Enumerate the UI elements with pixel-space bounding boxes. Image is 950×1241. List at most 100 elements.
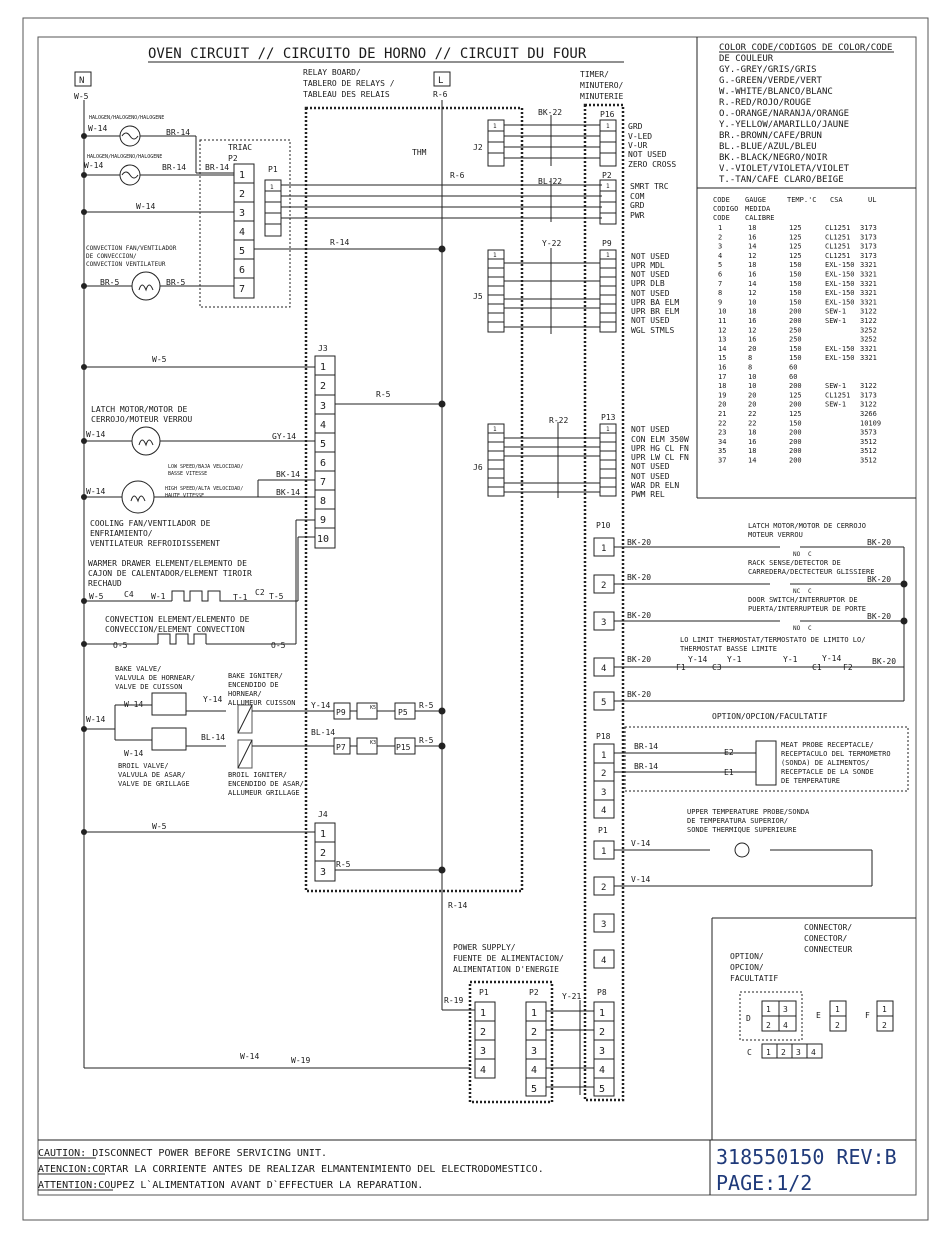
svg-text:4: 4 (599, 1065, 605, 1076)
wire-label: BK-20 (627, 690, 651, 699)
meat-probe-label: RECEPTACLE DE LA SONDE (781, 768, 874, 776)
gauge-table-cell: 3252 (860, 326, 877, 334)
relay-board-label: TABLERO DE RELAYS / (303, 79, 395, 88)
relay-label: K5 (370, 705, 376, 711)
color-code-entry: O.-ORANGE/NARANJA/ORANGE (719, 109, 849, 119)
wire-label: BR-5 (100, 278, 119, 287)
power-supply-label: ALIMENTATION D'ENERGIE (453, 965, 559, 974)
wire-label: BL-14 (311, 728, 335, 737)
gauge-table-cell: 150 (789, 298, 802, 306)
svg-text:3: 3 (320, 401, 326, 412)
gauge-table-cell: 200 (789, 308, 802, 316)
gauge-table-cell: 21 (718, 410, 726, 418)
gauge-table-cell: 17 (718, 373, 726, 381)
relay-board-frame (304, 106, 524, 893)
svg-text:ATTENTION:COUPEZ L`ALIMENTATIO: ATTENTION:COUPEZ L`ALIMENTATION AVANT D`… (38, 1179, 423, 1191)
svg-text:ATENCION:CORTAR LA CORRIENTE A: ATENCION:CORTAR LA CORRIENTE ANTES DE RE… (38, 1164, 544, 1175)
svg-text:3: 3 (796, 1048, 801, 1057)
gauge-table-cell: 3321 (860, 261, 877, 269)
bake-igniter-label: ALLUMEUR CUISSON (228, 699, 295, 707)
conv-fan-label: DE CONVECCION/ (86, 253, 137, 260)
svg-text:4: 4 (811, 1048, 816, 1057)
svg-text:4: 4 (480, 1065, 486, 1076)
wire-label: BR-14 (634, 742, 658, 751)
convection-fan-motor (131, 271, 161, 301)
pin-label: NOT USED (631, 252, 670, 261)
svg-text:1: 1 (531, 1008, 537, 1019)
gauge-table-cell: 14 (748, 457, 756, 465)
svg-text:4: 4 (531, 1065, 537, 1076)
warmer-label: WARMER DRAWER ELEMENT/ELEMENTO DE (88, 559, 247, 568)
gauge-header: CSA (830, 196, 843, 204)
wire-label: Y-21 (562, 992, 581, 1001)
connector-label: P1 (479, 988, 489, 997)
wire-label: Y-1 (727, 655, 742, 664)
speed-label: LOW SPEED/BAJA VELOCIDAD/ (168, 464, 243, 470)
svg-text:1: 1 (601, 751, 606, 761)
svg-text:2: 2 (601, 769, 606, 779)
color-code-legend: COLOR CODE/CODIGOS DE COLOR/CODE DE COUL… (719, 43, 892, 185)
gauge-table-cell: 12 (748, 289, 756, 297)
switch-label: NO (793, 551, 801, 558)
gauge-table-cell: 3321 (860, 354, 877, 362)
power-supply-label: FUENTE DE ALIMENTACION/ (453, 954, 564, 963)
gauge-table-cell: 13 (718, 336, 726, 344)
gauge-table-cell: 12 (748, 252, 756, 260)
meat-probe-label: DE TEMPERATURE (781, 777, 840, 785)
legend-letter: E (816, 1011, 821, 1020)
wire-label: W-5 (74, 92, 89, 101)
svg-text:5: 5 (601, 698, 606, 708)
wire-label: BL-14 (201, 733, 225, 742)
svg-text:2: 2 (531, 1027, 537, 1038)
wire-label: R-22 (549, 416, 568, 425)
gauge-table-cell: 22 (718, 419, 726, 427)
gauge-table-cell: SEW-1 (825, 317, 846, 325)
wire-label: O-5 (271, 641, 286, 650)
broil-igniter-label: ENCENDIDO DE ASAR/ (228, 780, 304, 788)
pin-label: WGL STMLS (631, 326, 675, 335)
pin-label: UPR HG CL FN (631, 444, 689, 453)
pin-label: GRD (630, 201, 645, 210)
pin-label: V-UR (628, 141, 647, 150)
connector-label: J4 (318, 810, 328, 819)
door-switch-label: DOOR SWITCH/INTERRUPTOR DE (748, 596, 858, 604)
warmer-label: RECHAUD (88, 579, 122, 588)
pin-number: 1 (606, 252, 610, 259)
switch-label: NC (793, 588, 801, 595)
svg-text:5: 5 (320, 439, 326, 450)
gauge-table-cell: 3173 (860, 224, 877, 232)
gauge-table-cell: EXL-150 (825, 354, 855, 362)
gauge-table-cell: 18 (748, 447, 756, 455)
latch-motor-label: LATCH MOTOR/MOTOR DE (91, 405, 188, 414)
cooling-fan-label: COOLING FAN/VENTILADOR DE (90, 519, 211, 528)
broil-igniter-label: BROIL IGNITER/ (228, 771, 287, 779)
pin-label: NOT USED (631, 270, 670, 279)
p13-pin-labels: NOT USED CON ELM 350W UPR HG CL FN UPR L… (631, 425, 689, 499)
timer-label: MINUTERO/ (580, 81, 624, 90)
svg-text:4: 4 (239, 227, 245, 238)
svg-text:6: 6 (239, 265, 245, 276)
gauge-table-cell: 200 (789, 401, 802, 409)
gauge-table-cell: 125 (789, 224, 802, 232)
wire-label: R-14 (448, 901, 467, 910)
timer-label: MINUTERIE (580, 92, 624, 101)
gauge-table-cell: 150 (789, 345, 802, 353)
gauge-table-cell: 10 (748, 382, 756, 390)
gauge-table-cell: 18 (718, 382, 726, 390)
caution-notes: CAUTION: DISCONNECT POWER BEFORE SERVICI… (38, 1148, 544, 1191)
bake-igniter-label: HORNEAR/ (228, 690, 262, 698)
pin-label: PWR (630, 211, 645, 220)
halogen-label: HALOGEN/HALOGENO/HALOGENE (87, 154, 162, 160)
svg-text:3: 3 (601, 618, 606, 628)
gauge-table-cell: EXL-150 (825, 345, 855, 353)
switch-label: NO (793, 625, 801, 632)
svg-text:2: 2 (480, 1027, 486, 1038)
svg-text:3: 3 (599, 1046, 605, 1057)
relay-board-label: RELAY BOARD/ (303, 68, 361, 77)
gauge-table-cell: 10 (748, 298, 756, 306)
gauge-table-cell: 200 (789, 447, 802, 455)
svg-text:10: 10 (317, 534, 329, 545)
gauge-table-cell: 3122 (860, 382, 877, 390)
gauge-table-cell: 10109 (860, 419, 881, 427)
wire-label: R-5 (419, 736, 434, 745)
